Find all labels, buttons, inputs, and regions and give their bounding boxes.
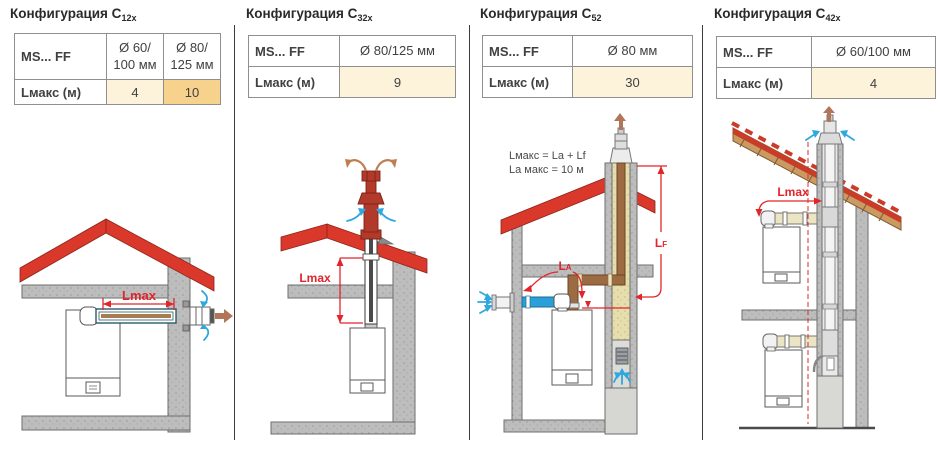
diameter-cell-1: Ø 60/ 100 мм	[106, 33, 164, 80]
lmax-dimension: Lmax	[102, 288, 175, 310]
panel-title: Конфигурация C32x	[246, 6, 373, 23]
lmax-dimension: Lmax	[755, 185, 822, 217]
wall-terminal	[182, 300, 215, 332]
roof-terminal	[817, 114, 843, 145]
lmax-row-label: Lмакс (м)	[482, 66, 573, 98]
diagram-c32x: Lmax	[270, 159, 428, 435]
model-cell: MS... FF	[248, 35, 340, 67]
diagram-c12x: Lmax	[19, 218, 233, 433]
diameter-cell-1: Ø 60/100 мм	[811, 36, 936, 68]
air-intake-arrow-icon	[346, 208, 396, 222]
panel-divider	[702, 25, 703, 440]
formula-line-2: La макс = 10 м	[509, 164, 584, 176]
lmax-row-label: Lмакс (м)	[14, 79, 107, 105]
air-intake-arrow-icon	[200, 290, 210, 341]
lower-connection-pipe	[762, 329, 839, 373]
la-dimension: La	[523, 259, 630, 309]
lmax-label: Lmax	[777, 185, 809, 199]
chimney-terminal	[609, 127, 633, 164]
model-cell: MS... FF	[716, 36, 812, 68]
boiler	[551, 309, 593, 386]
coaxial-flue-pipe	[79, 306, 177, 326]
lmax-value-1: 4	[811, 67, 936, 99]
condensate-drain	[812, 354, 824, 373]
diameter-cell-1: Ø 80 мм	[572, 35, 693, 67]
panel-c42x: Конфигурация C42x MS... FF Ø 60/100 мм L…	[703, 0, 940, 454]
building-structure	[739, 204, 875, 430]
diagram-c52: Lмакс = La + Lf La макс = 10 м	[477, 113, 667, 435]
spec-table: MS... FF Ø 60/ 100 мм Ø 80/ 125 мм Lмакс…	[14, 33, 221, 105]
panel-c12x: Конфигурация C12x MS... FF Ø 60/ 100 мм …	[0, 0, 235, 454]
lf-label: Lf	[655, 236, 667, 250]
formula-text: Lмакс = La + Lf La макс = 10 м	[509, 150, 587, 176]
formula-line-1: Lмакс = La + Lf	[509, 150, 587, 162]
intake-terminal	[495, 296, 511, 309]
title-subscript: 42x	[825, 13, 841, 23]
spec-table: MS... FF Ø 80/125 мм Lмакс (м) 9	[248, 35, 456, 98]
shared-flue-duct	[816, 143, 844, 429]
boiler	[349, 322, 386, 394]
lmax-row-label: Lмакс (м)	[716, 67, 812, 99]
vertical-coaxial-flue	[360, 229, 395, 325]
air-intake-arrow-icon	[477, 291, 493, 314]
panel-c52: Конфигурация C52 MS... FF Ø 80 мм Lмакс …	[470, 0, 703, 454]
lmax-value-2: 10	[163, 79, 221, 105]
roof-terminal	[357, 170, 385, 233]
lmax-dimension: Lmax	[299, 257, 363, 324]
panel-title: Конфигурация C42x	[714, 6, 841, 23]
title-text: Конфигурация C	[10, 6, 122, 21]
title-text: Конфигурация C	[246, 6, 358, 21]
title-subscript: 12x	[121, 13, 137, 23]
upper-boiler	[762, 226, 801, 284]
lmax-label: Lmax	[122, 288, 157, 303]
exhaust-arrow-icon	[614, 113, 626, 130]
lower-boiler	[764, 349, 803, 408]
lmax-value-1: 9	[339, 66, 456, 98]
lmax-row-label: Lмакс (м)	[248, 66, 340, 98]
model-cell: MS... FF	[482, 35, 573, 67]
lmax-value-1: 30	[572, 66, 693, 98]
exhaust-curl-arrows-icon	[345, 159, 397, 172]
model-cell: MS... FF	[14, 33, 107, 80]
diameter-cell-1: Ø 80/125 мм	[339, 35, 456, 67]
spec-table: MS... FF Ø 60/100 мм Lмакс (м) 4	[716, 36, 936, 99]
diagram-c42x: Lmax	[731, 106, 902, 430]
exhaust-arrow-icon	[823, 106, 835, 122]
air-intake-arrow-icon	[613, 368, 631, 385]
exhaust-arrow-icon	[215, 309, 233, 323]
red-roof	[280, 223, 428, 274]
panel-divider	[469, 25, 470, 440]
wall-flange	[509, 292, 515, 313]
title-subscript: 52	[591, 13, 602, 23]
lmax-value-1: 4	[106, 79, 164, 105]
red-roof	[19, 218, 215, 292]
panel-divider	[234, 25, 235, 440]
condensate-collector	[826, 357, 835, 371]
air-intake-pipe	[491, 292, 571, 313]
lf-dimension: Lf	[635, 165, 667, 301]
panel-title: Конфигурация C12x	[10, 6, 137, 23]
title-subscript: 32x	[357, 13, 373, 23]
lmax-label: Lmax	[299, 271, 331, 285]
title-text: Конфигурация C	[480, 6, 592, 21]
upper-connection-pipe	[760, 206, 839, 229]
diameter-cell-2: Ø 80/ 125 мм	[163, 33, 221, 80]
air-intake-arrow-icon	[805, 130, 855, 141]
panel-c32x: Конфигурация C32x MS... FF Ø 80/125 мм L…	[235, 0, 470, 454]
air-grille	[615, 347, 629, 365]
panel-title: Конфигурация C52	[480, 6, 602, 23]
la-label: La	[558, 259, 571, 273]
duct-base	[816, 375, 844, 429]
house-structure	[270, 251, 416, 435]
flue-exhaust-pipe	[566, 162, 626, 311]
roof-flashing	[378, 235, 395, 245]
spec-table: MS... FF Ø 80 мм Lмакс (м) 30	[482, 35, 693, 98]
boiler	[65, 309, 121, 397]
title-text: Конфигурация C	[714, 6, 826, 21]
